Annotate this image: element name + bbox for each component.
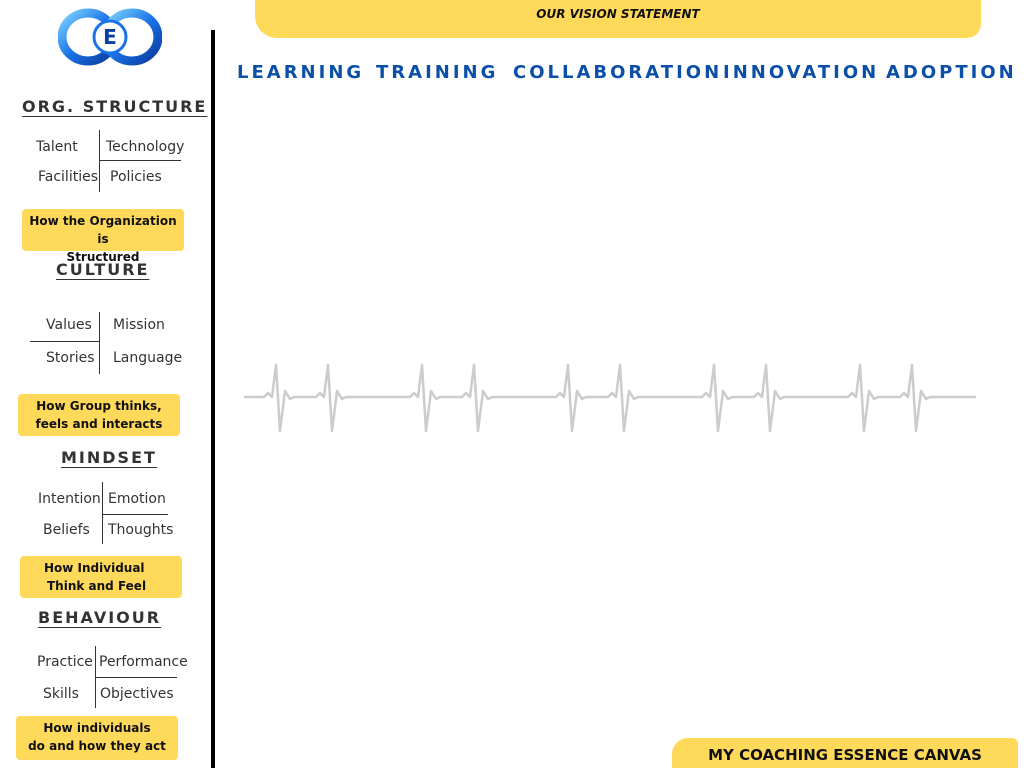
grid-cell: Facilities [38, 169, 98, 185]
org-structure-grid: Talent Technology Facilities Policies [28, 130, 188, 192]
culture-grid: Values Mission Stories Language [30, 312, 190, 374]
tab-training[interactable]: TRAINING [376, 62, 499, 83]
section-title-behaviour: BEHAVIOUR [38, 608, 162, 627]
sidebar-divider [211, 30, 215, 768]
grid-cell: Policies [110, 169, 162, 185]
canvas-title: MY COACHING ESSENCE CANVAS [708, 746, 982, 764]
tab-learning[interactable]: LEARNING [237, 62, 365, 83]
grid-cell: Beliefs [43, 522, 90, 538]
sidebar: E ORG. STRUCTURE Talent Technology Facil… [0, 0, 212, 768]
grid-cell: Skills [43, 686, 79, 702]
logo-letter: E [103, 25, 117, 49]
grid-cell: Thoughts [108, 522, 174, 538]
grid-divider [102, 482, 103, 544]
grid-divider [102, 514, 168, 515]
grid-divider [30, 341, 99, 342]
grid-divider [99, 312, 100, 374]
section-note: How Group thinks, feels and interacts [18, 394, 180, 436]
grid-cell: Mission [113, 317, 165, 333]
grid-cell: Objectives [100, 686, 174, 702]
grid-cell: Technology [106, 139, 185, 155]
section-title-culture: CULTURE [56, 260, 150, 279]
grid-cell: Stories [46, 350, 95, 366]
infinity-logo-icon: E [58, 8, 162, 66]
grid-cell: Talent [36, 139, 78, 155]
tab-adoption[interactable]: ADOPTION [886, 62, 1017, 83]
grid-divider [99, 160, 181, 161]
section-note: How Individual Think and Feel [20, 556, 182, 598]
tab-innovation[interactable]: INNOVATION [723, 62, 880, 83]
tab-collaboration[interactable]: COLLABORATION [513, 62, 723, 83]
grid-divider [95, 677, 177, 678]
grid-divider [99, 130, 100, 192]
heartbeat-line-icon [244, 363, 976, 433]
section-note: How the Organization is Structured [22, 209, 184, 264]
grid-cell: Values [46, 317, 92, 333]
grid-cell: Language [113, 350, 183, 366]
grid-cell: Practice [37, 654, 93, 670]
mindset-grid: Intention Emotion Beliefs Thoughts [36, 482, 196, 544]
canvas-title-banner: MY COACHING ESSENCE CANVAS [672, 738, 1018, 768]
grid-cell: Intention [38, 491, 101, 507]
section-note: How individuals do and how they act [16, 716, 178, 760]
section-title-mindset: MINDSET [61, 448, 157, 467]
vision-statement-banner[interactable]: OUR VISION STATEMENT [255, 0, 981, 38]
grid-cell: Performance [99, 654, 188, 670]
grid-cell: Emotion [108, 491, 166, 507]
vision-statement-label: OUR VISION STATEMENT [536, 7, 700, 21]
behaviour-grid: Practice Performance Skills Objectives [36, 646, 206, 708]
section-title-org-structure: ORG. STRUCTURE [22, 97, 208, 116]
